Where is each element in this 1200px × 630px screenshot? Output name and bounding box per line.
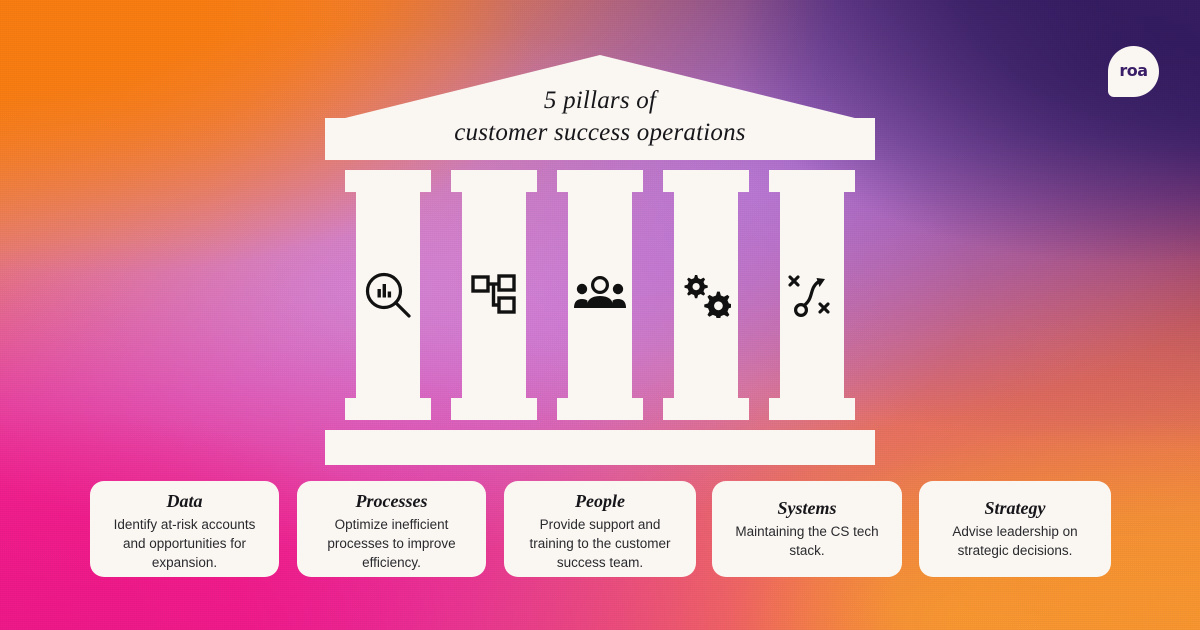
people-group-icon <box>568 170 632 420</box>
pillar-capital <box>663 170 749 192</box>
pillar-processes[interactable] <box>451 170 537 420</box>
pillar-capital <box>769 170 855 192</box>
temple-title: 5 pillars of customer success operations <box>325 85 875 149</box>
gears-icon <box>674 170 738 420</box>
pillar-base <box>663 398 749 420</box>
card-description: Maintaining the CS tech stack. <box>735 523 879 558</box>
card-people[interactable]: People Provide support and training to t… <box>504 481 696 577</box>
pillar-people[interactable] <box>557 170 643 420</box>
pillar-capital <box>557 170 643 192</box>
card-title: Systems <box>777 498 837 519</box>
card-systems[interactable]: Systems Maintaining the CS tech stack. <box>712 481 902 577</box>
roa-logo-text: roa <box>1119 60 1148 80</box>
pillar-capital <box>451 170 537 192</box>
card-title: Data <box>166 491 203 511</box>
entablature-beam <box>325 118 875 160</box>
card-description: Advise leadership on strategic decisions… <box>952 523 1078 558</box>
temple-title-line-1: 5 pillars of <box>543 87 657 114</box>
strategy-path-icon <box>780 170 844 420</box>
pillar-cards-row: Data Identify at-risk accounts and oppor… <box>0 481 1200 577</box>
pillar-shaft <box>568 192 632 398</box>
pillar-capital <box>345 170 431 192</box>
temple-base-platform <box>325 430 875 465</box>
flowchart-hierarchy-icon <box>462 170 526 420</box>
card-description: Identify at-risk accounts and opportunit… <box>113 516 256 570</box>
card-processes[interactable]: Processes Optimize inefficient processes… <box>297 481 486 577</box>
pillar-strategy[interactable] <box>769 170 855 420</box>
temple-title-line-2: customer success operations <box>454 119 746 146</box>
card-title: Strategy <box>984 498 1046 519</box>
card-title: People <box>575 491 625 511</box>
pillar-systems[interactable] <box>663 170 749 420</box>
temple-graphic: 5 pillars of customer success operations <box>325 55 875 465</box>
magnifier-bar-chart-icon <box>356 170 420 420</box>
card-title: Processes <box>355 491 428 511</box>
card-description: Optimize inefficient processes to improv… <box>327 516 456 570</box>
card-strategy[interactable]: Strategy Advise leadership on strategic … <box>919 481 1111 577</box>
pillar-data[interactable] <box>345 170 431 420</box>
pillar-base <box>345 398 431 420</box>
card-description: Provide support and training to the cust… <box>529 516 671 570</box>
card-data[interactable]: Data Identify at-risk accounts and oppor… <box>90 481 279 577</box>
pillar-base <box>769 398 855 420</box>
pillar-base <box>557 398 643 420</box>
pillar-base <box>451 398 537 420</box>
roa-logo[interactable]: roa <box>1108 46 1159 97</box>
